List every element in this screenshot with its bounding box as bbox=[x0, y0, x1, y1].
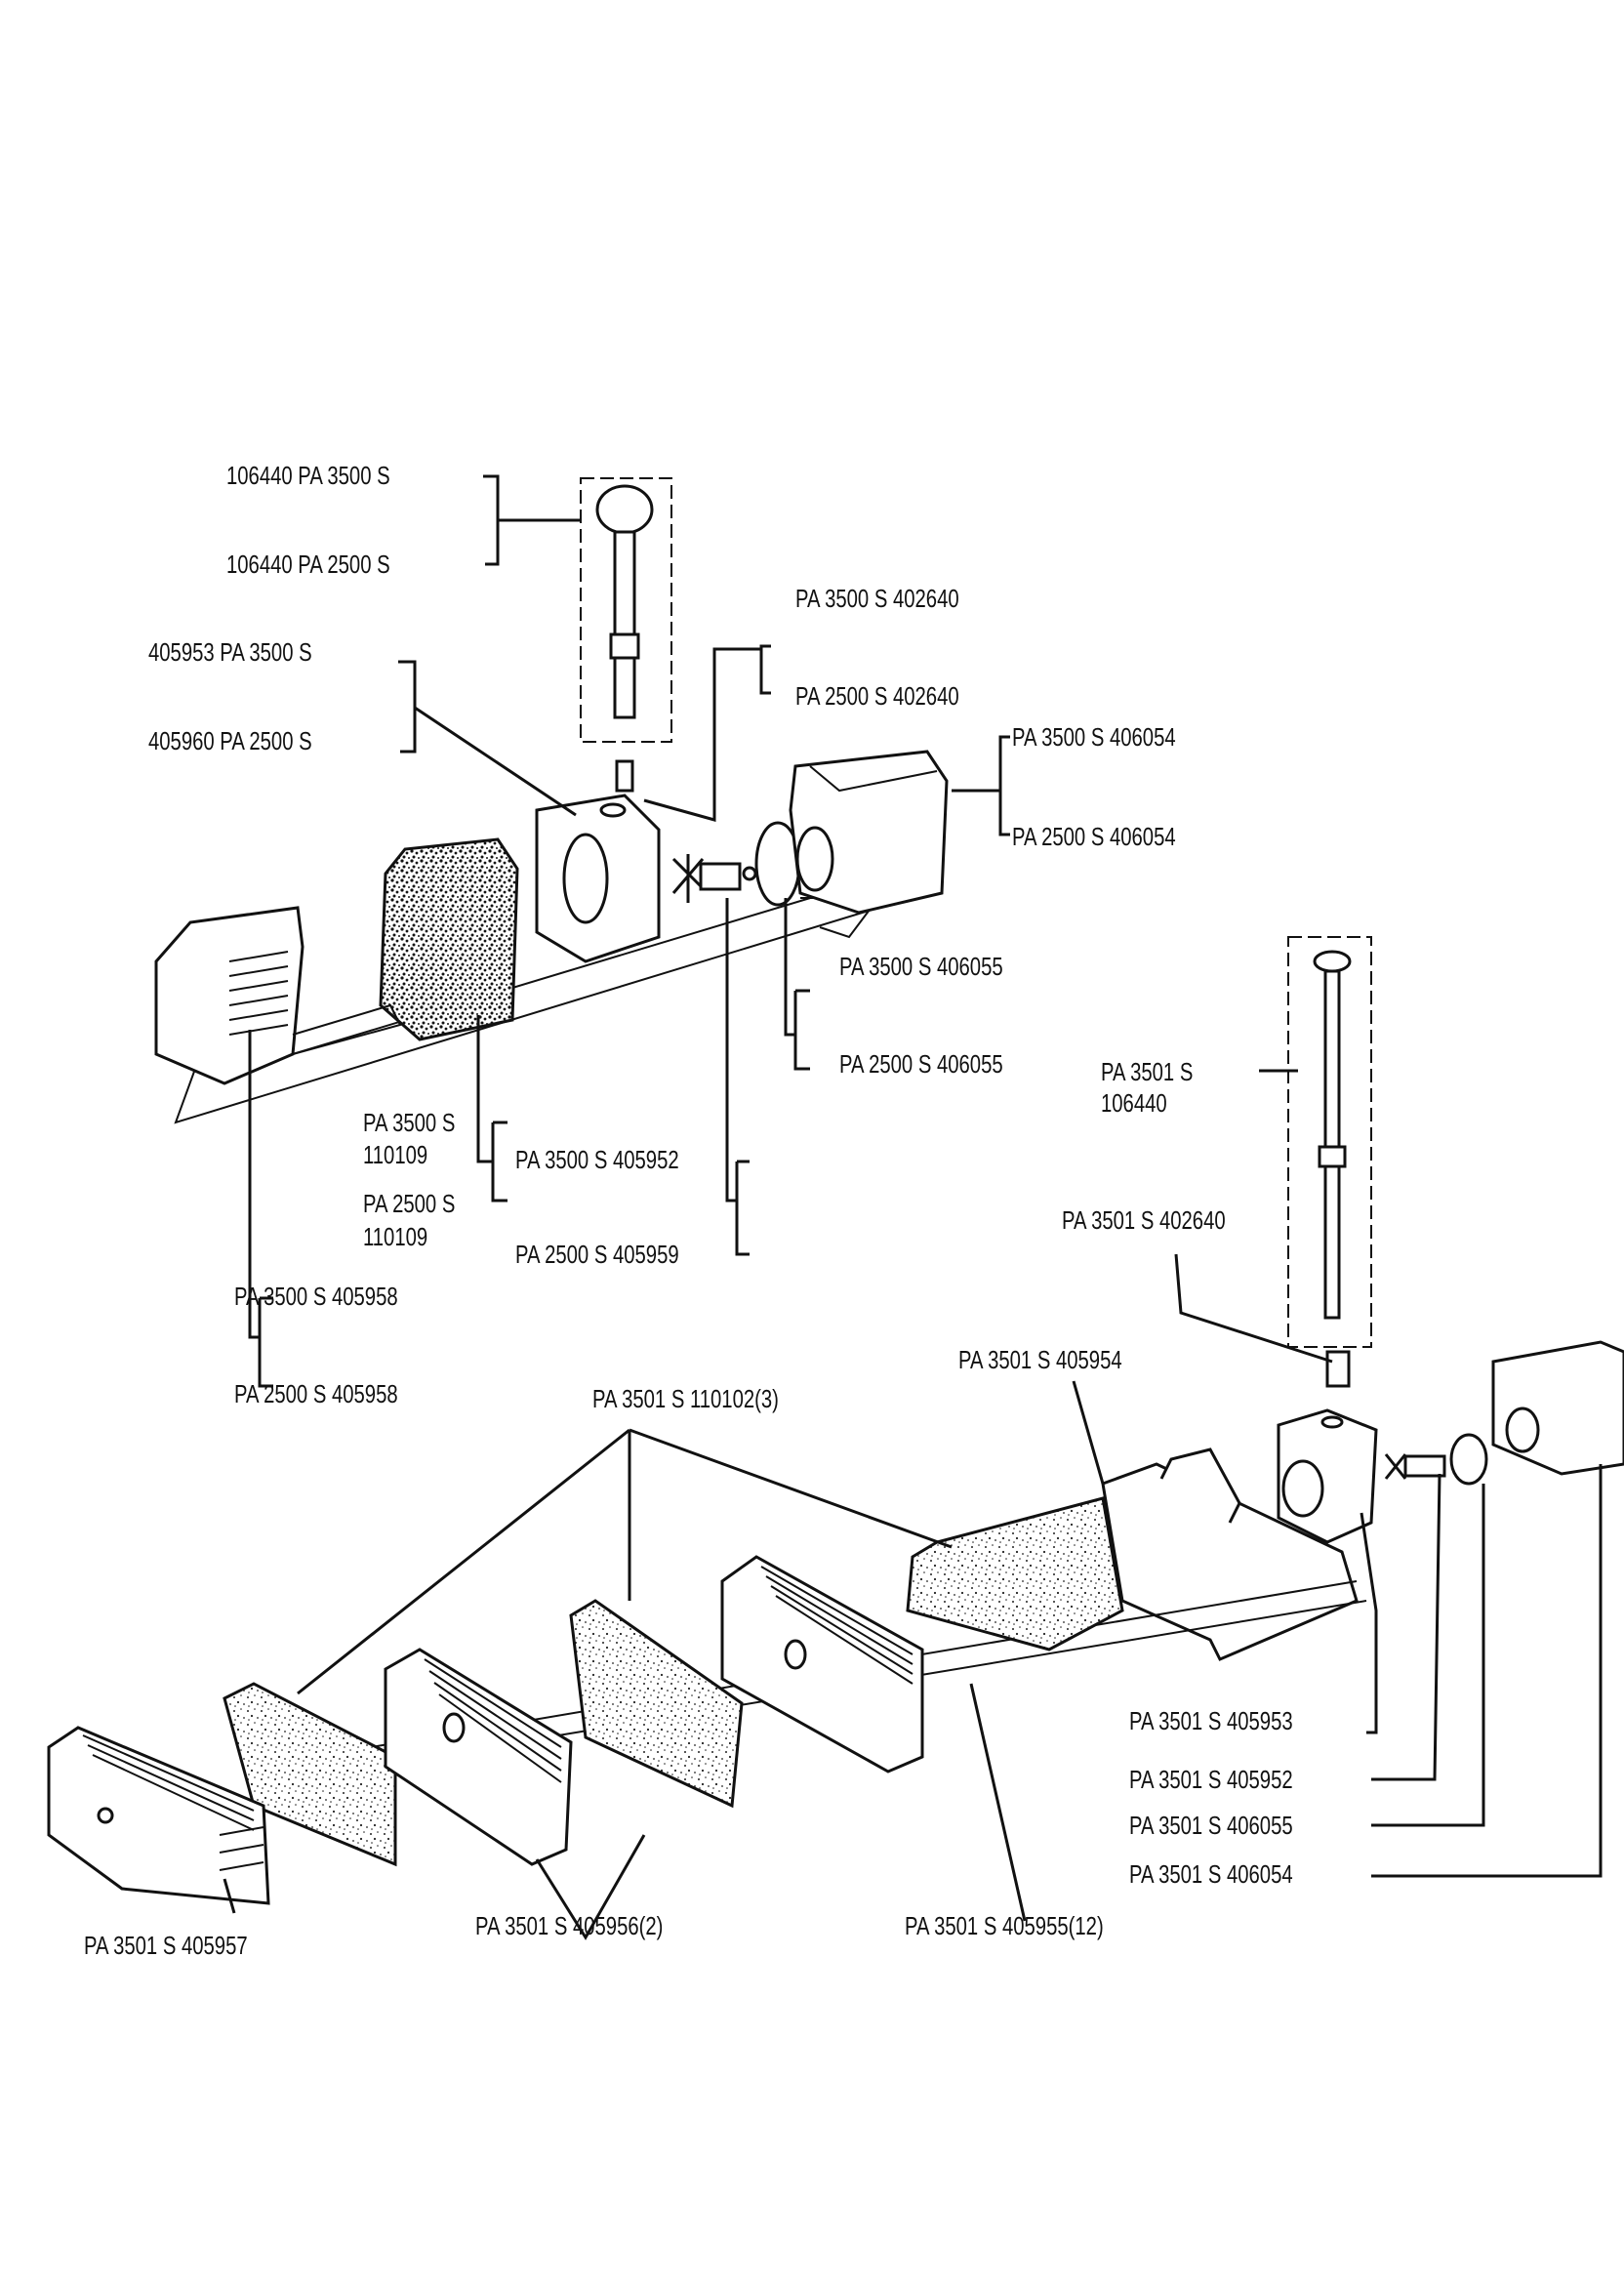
label-impeller-3501: PA 3501 S 405952 bbox=[1129, 1765, 1293, 1794]
label-clip-3501: PA 3501 S 405955(12) bbox=[905, 1911, 1104, 1940]
label-motor-3501: PA 3501 S 406054 bbox=[1129, 1859, 1293, 1889]
impeller-3501 bbox=[1384, 1453, 1446, 1480]
label-sponge-2500-part: 110109 bbox=[363, 1222, 428, 1251]
label-housing-3501: PA 3501 S 405954 bbox=[958, 1345, 1122, 1374]
bottom-assembly bbox=[47, 936, 1624, 1940]
label-motor-3500: PA 3500 S 406054 bbox=[1012, 722, 1176, 752]
pump-head bbox=[535, 794, 661, 963]
label-riser-2500: 106440 PA 2500 S bbox=[226, 550, 390, 579]
sponge-block bbox=[379, 837, 519, 1041]
cage-section-2 bbox=[384, 1648, 573, 1866]
motor bbox=[789, 750, 949, 915]
riser-box-3501 bbox=[1287, 936, 1372, 1348]
label-nozzle-3500: PA 3500 S 402640 bbox=[795, 584, 959, 613]
label-sponge-3501: PA 3501 S 110102(3) bbox=[592, 1384, 779, 1413]
label-nozzle-2500: PA 2500 S 402640 bbox=[795, 681, 959, 711]
label-nozzle-3501: PA 3501 S 402640 bbox=[1062, 1205, 1226, 1235]
label-impeller-3500: PA 3500 S 405952 bbox=[515, 1145, 679, 1174]
seal-disc-3501 bbox=[1449, 1433, 1488, 1486]
impeller bbox=[671, 854, 757, 903]
label-motor-2500: PA 2500 S 406054 bbox=[1012, 822, 1176, 851]
cage-section-1 bbox=[720, 1555, 924, 1773]
end-cap bbox=[47, 1726, 270, 1905]
label-riser-3501-part: 106440 bbox=[1101, 1088, 1167, 1118]
label-seal-2500: PA 2500 S 406055 bbox=[839, 1049, 1003, 1079]
label-sponge-2500-model: PA 2500 S bbox=[363, 1189, 456, 1218]
label-cage-2500: PA 2500 S 405958 bbox=[234, 1379, 398, 1408]
housing bbox=[1101, 1447, 1359, 1661]
pump-head-3501 bbox=[1277, 1408, 1378, 1544]
cage-end bbox=[154, 906, 402, 1085]
label-pump-head-3501: PA 3501 S 405953 bbox=[1129, 1706, 1293, 1735]
top-assembly bbox=[154, 474, 1010, 1388]
label-sponge-3500-model: PA 3500 S bbox=[363, 1108, 456, 1137]
label-pump-head-3500: 405953 PA 3500 S bbox=[148, 637, 312, 667]
riser-box bbox=[580, 477, 672, 743]
motor-3501 bbox=[1491, 1340, 1624, 1476]
riser-tube-3501 bbox=[1313, 950, 1352, 1388]
label-impeller-2500: PA 2500 S 405959 bbox=[515, 1240, 679, 1269]
label-riser-3500: 106440 PA 3500 S bbox=[226, 461, 390, 490]
label-seal-3500: PA 3500 S 406055 bbox=[839, 952, 1003, 981]
label-sponge-3500-part: 110109 bbox=[363, 1140, 428, 1169]
label-riser-3501-model: PA 3501 S bbox=[1101, 1057, 1194, 1086]
sponge-block-1 bbox=[906, 1496, 1124, 1651]
label-cage-3501: PA 3501 S 405956(2) bbox=[475, 1911, 664, 1940]
label-cage-3500: PA 3500 S 405958 bbox=[234, 1282, 398, 1311]
riser-tube bbox=[595, 484, 654, 793]
sponge-block-2 bbox=[569, 1599, 744, 1809]
label-seal-3501: PA 3501 S 406055 bbox=[1129, 1811, 1293, 1840]
label-end-cap-3501: PA 3501 S 405957 bbox=[84, 1931, 248, 1960]
sponge-block-3 bbox=[223, 1682, 397, 1867]
label-pump-head-2500: 405960 PA 2500 S bbox=[148, 726, 312, 755]
